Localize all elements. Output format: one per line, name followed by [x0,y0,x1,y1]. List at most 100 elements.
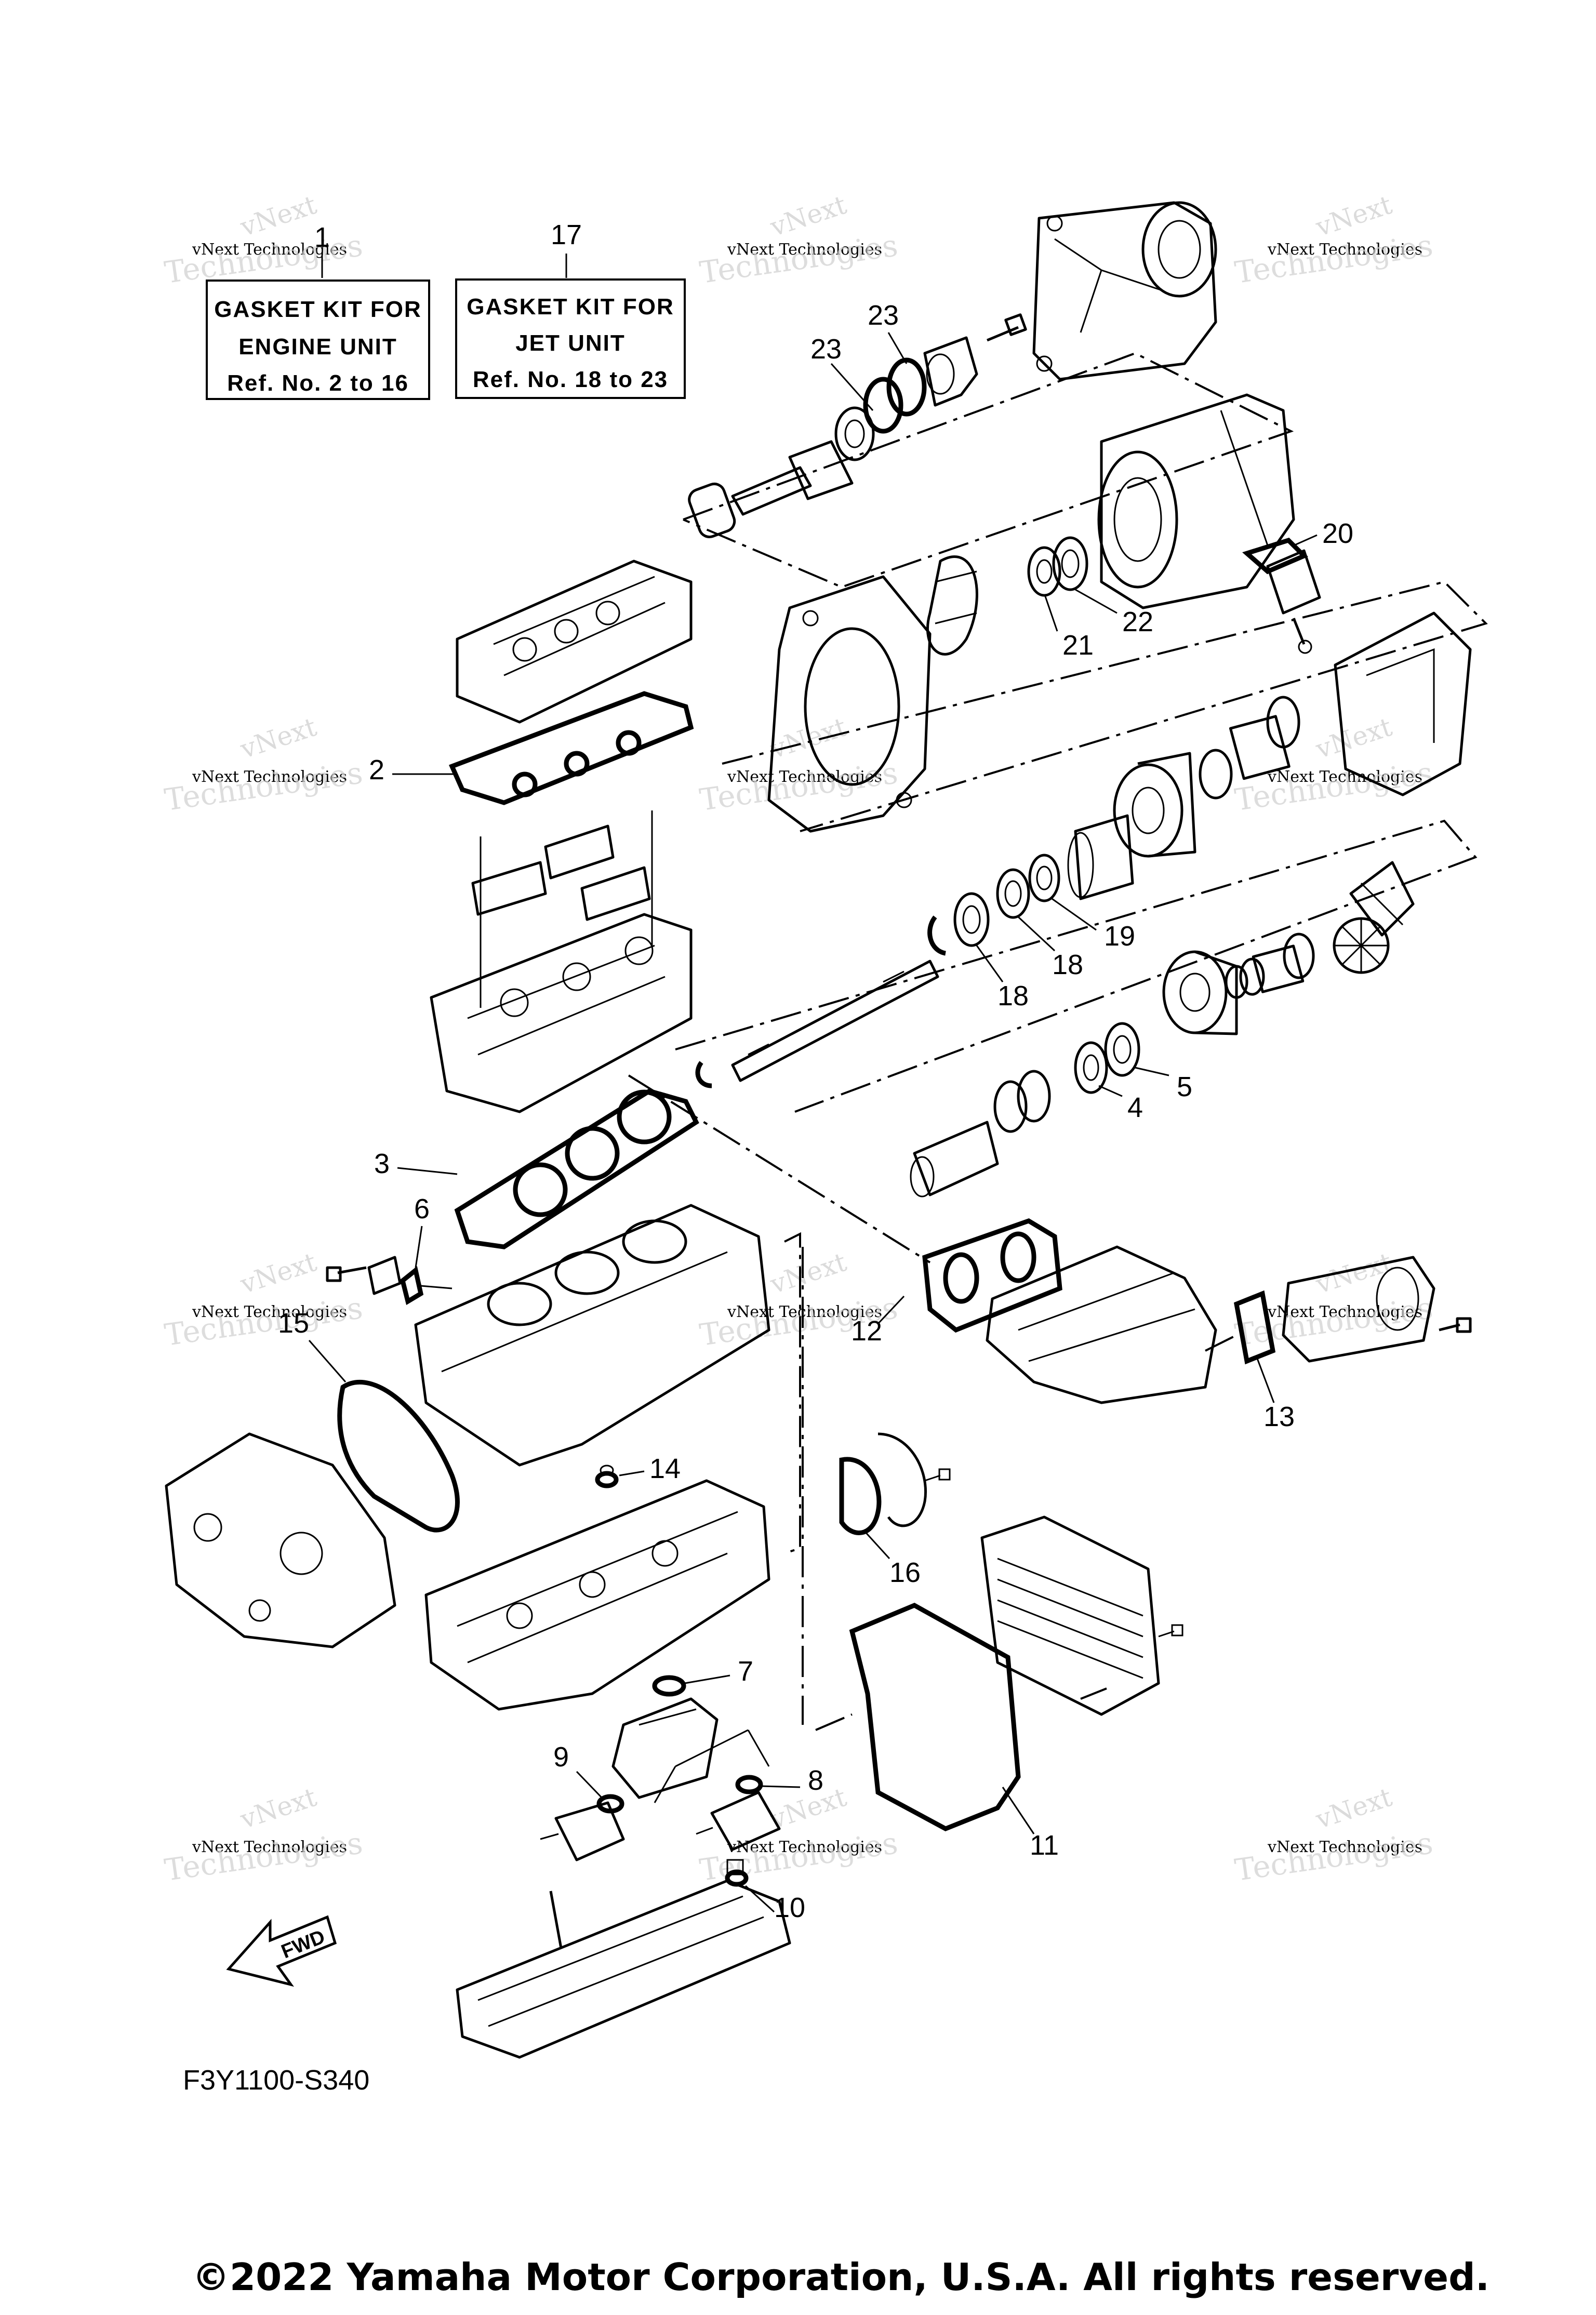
svg-text:vNext Technologies: vNext Technologies [192,241,347,259]
head-gasket-3 [454,1088,699,1249]
collar-upper [1229,696,1300,780]
pan-gasket-11 [849,1603,1021,1831]
svg-text:Technologies: Technologies [162,1290,365,1353]
svg-text:vNext: vNext [236,1247,320,1300]
kit-jet-line1: GASKET KIT FOR [467,294,674,320]
callout-13: 13 [1264,1401,1295,1432]
callout-11: 11 [1030,1830,1059,1861]
drawing-code: F3Y1100-S340 [183,2065,369,2096]
o-ring-14 [595,1465,619,1488]
callout-8: 8 [808,1765,823,1796]
kit-engine-line3: Ref. No. 2 to 16 [227,370,409,396]
seal-cap [923,336,978,407]
collar-lower [1252,933,1315,993]
watermark-mid-right: vNext vNext Technologies Technologies [1232,712,1435,818]
kit-jet-line3: Ref. No. 18 to 23 [473,367,668,392]
callout-21: 21 [1062,630,1094,661]
svg-text:Technologies: Technologies [1232,755,1435,818]
svg-text:vNext Technologies: vNext Technologies [727,1303,882,1321]
kit-engine-line2: ENGINE UNIT [238,334,397,360]
intake-housing [767,575,932,833]
copyright-notice: ©2022 Yamaha Motor Corporation, U.S.A. A… [192,2255,1489,2299]
circlip [927,915,947,956]
svg-text:vNext Technologies: vNext Technologies [1267,768,1422,786]
bearing-18a [953,892,990,947]
kit-engine-unit: 1 GASKET KIT FOR ENGINE UNIT Ref. No. 2 … [206,222,430,400]
strainer-right [696,1791,781,1851]
kit-jet-line2: JET UNIT [515,330,626,356]
valve-cover [456,560,693,724]
svg-text:vNext: vNext [236,1782,320,1835]
coupler-assembly [910,1070,1051,1198]
callout-2: 2 [369,754,384,786]
callout-18a: 18 [998,980,1029,1012]
callout-16: 16 [889,1557,921,1588]
seal-19 [1028,854,1060,902]
callout-3: 3 [374,1148,390,1179]
oil-pan [456,1879,791,2059]
pump-leader-v [654,1729,770,1803]
jet-shaft-frame-upper [683,352,1294,589]
watermark-bottom-left: vNext vNext Technologies Technologies [162,1782,365,1888]
exhaust-manifold [986,1245,1237,1404]
jet-shaft-frame-mid [722,580,1488,832]
impeller-vanes [1333,917,1390,974]
svg-text:vNext: vNext [766,1247,850,1300]
o-ring-23a [863,377,903,434]
svg-text:vNext Technologies: vNext Technologies [192,1838,347,1856]
watermark-top-center: vNext vNext Technologies Technologies [697,190,900,290]
cylinder-head [430,913,693,1113]
callout-6: 6 [414,1193,430,1225]
svg-text:Technologies: Technologies [1232,1825,1435,1888]
callout-15: 15 [278,1308,309,1339]
impeller-small [1349,861,1415,937]
watermark-mid-left: vNext vNext Technologies Technologies [162,712,365,818]
svg-text:Technologies: Technologies [697,228,900,290]
exhaust-pipe [1282,1256,1472,1363]
callout-18b: 18 [1052,949,1083,980]
bearing-23 [834,406,875,461]
callout-17: 17 [551,219,582,250]
svg-text:vNext: vNext [1312,1782,1395,1835]
svg-text:vNext: vNext [1312,712,1395,765]
lower-crankcase [424,1479,770,1711]
o-ring-23b [886,357,927,417]
sleeve [1067,814,1134,900]
svg-text:Technologies: Technologies [162,1825,365,1888]
oil-pump [611,1697,719,1799]
svg-text:Technologies: Technologies [162,755,365,818]
pump-cover-right [1334,611,1472,796]
svg-text:vNext Technologies: vNext Technologies [192,1303,347,1321]
cover-gasket-20 [1242,537,1321,654]
cover-gasket-16 [839,1432,951,1535]
kit-jet-unit: 17 GASKET KIT FOR JET UNIT Ref. No. 18 t… [455,219,686,399]
seal-4 [1074,1041,1108,1094]
exhaust-gasket-13 [1233,1290,1276,1365]
callout-23a: 23 [810,334,842,365]
kit-engine-line1: GASKET KIT FOR [214,297,422,322]
oil-cooler-plate [980,1515,1183,1716]
seal-5 [1104,1022,1140,1077]
callout-12: 12 [851,1315,882,1347]
nozzle-bolt [987,313,1027,342]
cylinder-block [414,1204,770,1467]
svg-text:vNext Technologies: vNext Technologies [1267,1838,1422,1856]
callout-19: 19 [1104,921,1135,952]
svg-text:vNext: vNext [1312,1247,1395,1300]
assembly-line-head [628,1074,931,1263]
jet-shaft-frame-lower [675,819,1478,1113]
impeller [926,555,978,656]
driveshaft-upper [688,440,854,538]
fwd-arrow-icon: FWD [226,1915,337,1987]
thermostat-cover [326,1256,402,1295]
bearing-flange [1162,950,1238,1035]
callout-4: 4 [1127,1092,1143,1123]
cam-caps [471,810,653,1008]
strainer-left [540,1801,625,1861]
oil-seal-21 [1027,546,1061,597]
exhaust-gasket-12 [922,1218,1062,1333]
valve-cover-gasket-2 [448,691,694,805]
bearing-18b [996,868,1030,919]
watermark-low-left: vNext vNext Technologies Technologies [162,1247,365,1353]
